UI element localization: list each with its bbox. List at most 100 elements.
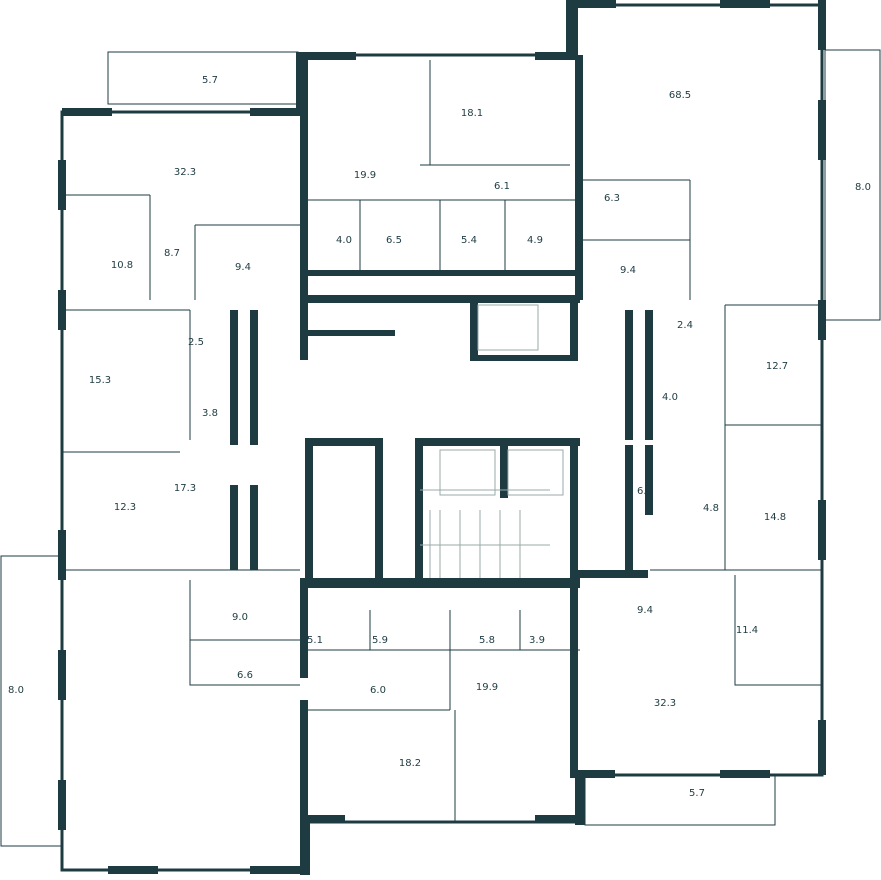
wall-segment [575,770,585,825]
room-area-label: 6.5 [386,235,402,246]
room-area-label: 10.8 [111,260,133,271]
room-area-label: 5.4 [461,235,477,246]
room-area-label: 9.0 [232,612,248,623]
room-area-label: 5.8 [479,635,495,646]
wall-segment [375,438,383,578]
wall-segment [230,310,238,445]
room-area-label: 18.1 [461,108,483,119]
room-area-label: 9.4 [235,262,251,273]
wall-segment [566,0,616,8]
room-area-label: 6.0 [637,486,653,497]
balcony-bottom-right [584,774,776,826]
wall-segment [250,310,258,445]
room-area-label: 11.4 [736,625,758,636]
wall-segment [58,650,66,700]
balconies [0,49,881,847]
wall-segment [300,815,310,875]
wall-segment [58,160,66,210]
room-labels: 5.732.310.88.79.419.918.16.168.56.38.04.… [8,75,871,799]
wall-segment [570,438,578,578]
room-area-label: 9.4 [620,265,636,276]
room-area-label: 3.8 [202,408,218,419]
wall-segment [305,270,580,276]
wall-segment [500,438,508,498]
wall-segment [818,100,826,160]
room-area-label: 68.5 [669,90,691,101]
wall-segment [415,438,423,578]
room-area-label: 5.7 [689,788,705,799]
wall-segment [58,780,66,830]
wall-segment [305,438,313,578]
room-area-label: 5.9 [372,635,388,646]
balcony-left [0,555,63,847]
wall-segment [58,530,66,580]
wall-segment [415,438,580,446]
wall-segment [300,55,308,300]
elevator-icon [507,449,564,496]
room-area-label: 5.7 [202,75,218,86]
accessible-elevator-icon [477,304,539,351]
room-area-label: 6.0 [370,685,386,696]
wall-segment [645,445,653,515]
room-area-label: 17.3 [174,483,196,494]
room-area-label: 8.0 [8,685,24,696]
outer-wall [60,3,824,872]
room-area-label: 12.7 [766,361,788,372]
room-area-label: 18.2 [399,758,421,769]
wall-segment [250,866,305,874]
room-area-label: 4.8 [703,503,719,514]
room-area-label: 19.9 [476,682,498,693]
room-area-label: 32.3 [174,167,196,178]
wall-segment [625,445,633,570]
room-area-label: 8.7 [164,248,180,259]
wall-segment [305,330,395,336]
wall-segment [570,300,578,360]
wall-segment [645,310,653,440]
room-area-label: 32.3 [654,698,676,709]
room-area-label: 4.0 [336,235,352,246]
elevators [439,304,564,496]
wall-segment [575,55,583,300]
wall-segment [470,295,478,355]
wall-segment [296,52,356,60]
wall-segment [566,0,578,60]
wall-segment [230,485,238,570]
wall-segment [578,570,648,578]
room-area-label: 9.4 [637,605,653,616]
room-area-label: 19.9 [354,170,376,181]
wall-segment [625,310,633,440]
wall-segment [305,438,375,446]
wall-segment [535,815,580,823]
wall-segment [250,485,258,570]
wall-segment [300,295,580,303]
room-area-label: 5.1 [307,635,323,646]
room-area-label: 2.5 [188,337,204,348]
wall-segment [818,300,826,340]
wall-segment [62,108,112,116]
wall-segment [108,866,158,874]
wall-segment [535,52,575,60]
room-area-label: 6.1 [494,181,510,192]
room-area-label: 12.3 [114,502,136,513]
wall-segment [818,500,826,560]
wall-segment [470,355,578,361]
walls [58,0,826,875]
wall-segment [570,578,578,778]
room-area-label: 4.0 [662,392,678,403]
wall-segment [300,578,580,588]
room-area-label: 3.9 [529,635,545,646]
room-area-label: 2.4 [677,320,693,331]
balcony-right [824,49,881,321]
room-area-label: 8.0 [855,182,871,193]
room-area-label: 4.9 [527,235,543,246]
wall-segment [720,0,770,8]
room-area-label: 14.8 [764,512,786,523]
wall-segment [300,300,308,360]
wall-segment [575,770,615,778]
wall-segment [300,700,308,820]
interior-lines [62,60,822,822]
room-area-label: 6.6 [237,670,253,681]
wall-segment [300,578,308,678]
room-area-label: 15.3 [89,375,111,386]
